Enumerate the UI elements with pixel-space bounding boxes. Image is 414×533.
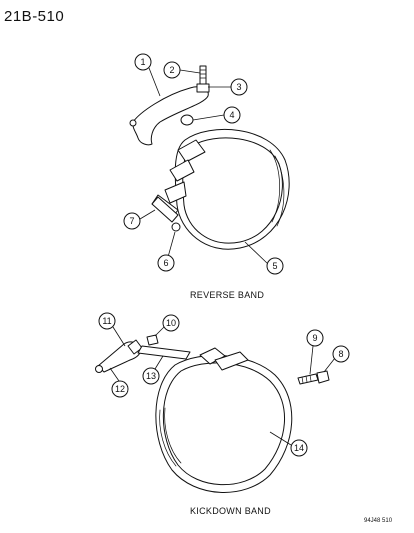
svg-text:14: 14 (294, 443, 304, 453)
callout-3: 3 (208, 78, 248, 96)
kickdown-band-caption: KICKDOWN BAND (190, 506, 271, 516)
reverse-band (151, 129, 290, 250)
kickdown-band-assembly: 8 9 10 11 12 13 14 (95, 312, 350, 516)
callout-14: 14 (269, 431, 308, 457)
svg-text:13: 13 (146, 371, 156, 381)
svg-text:8: 8 (338, 349, 343, 359)
kickdown-lever (95, 339, 143, 373)
callout-13: 13 (142, 355, 164, 385)
kickdown-locknut (316, 370, 330, 384)
reference-code: 94J48 510 (364, 518, 393, 524)
reverse-band-lever (129, 86, 209, 146)
lever-pin (151, 196, 181, 232)
callout-11: 11 (98, 312, 126, 347)
kickdown-band (155, 347, 293, 493)
reverse-band-caption: REVERSE BAND (190, 290, 264, 300)
svg-text:4: 4 (229, 110, 234, 120)
callout-10: 10 (154, 314, 180, 337)
kickdown-strut (137, 345, 191, 360)
callout-7: 7 (123, 209, 156, 230)
svg-text:11: 11 (102, 316, 111, 326)
callout-5: 5 (244, 241, 284, 275)
kickdown-pin (146, 334, 159, 346)
callout-1: 1 (134, 53, 161, 97)
callout-2: 2 (163, 61, 201, 79)
callout-6: 6 (157, 231, 176, 272)
svg-text:9: 9 (312, 333, 317, 343)
callout-8: 8 (323, 345, 350, 373)
callout-9: 9 (306, 329, 324, 375)
svg-text:5: 5 (272, 261, 277, 271)
svg-text:6: 6 (163, 258, 168, 268)
svg-text:10: 10 (166, 318, 176, 328)
callout-4: 4 (192, 106, 241, 124)
kickdown-adjusting-screw (297, 373, 319, 385)
callout-12: 12 (109, 367, 129, 398)
reverse-band-assembly: 1 2 3 4 5 6 7 (123, 53, 290, 300)
adjusting-screw (196, 65, 210, 93)
svg-text:7: 7 (129, 216, 134, 226)
page-code: 21B-510 (4, 8, 64, 25)
svg-text:12: 12 (115, 384, 125, 394)
svg-text:2: 2 (169, 65, 174, 75)
svg-text:3: 3 (236, 82, 241, 92)
svg-text:1: 1 (140, 57, 145, 67)
